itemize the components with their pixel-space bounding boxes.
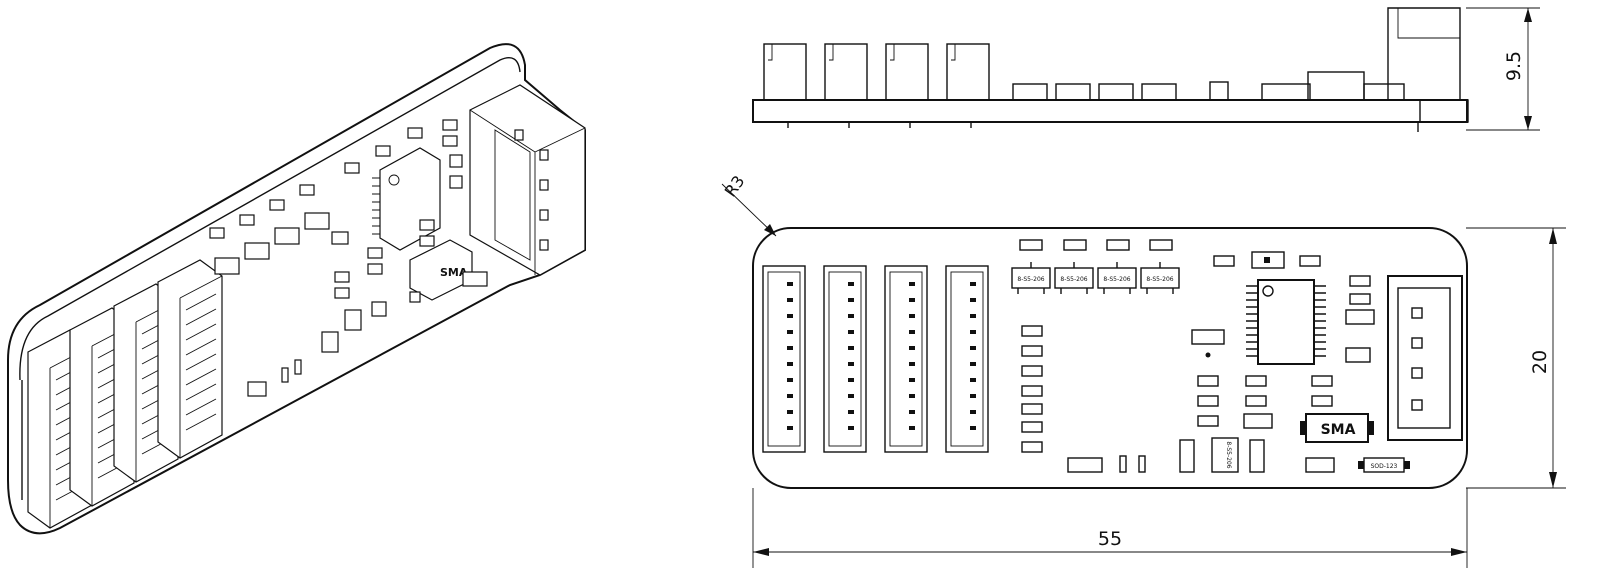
iso-connectors bbox=[27, 259, 223, 529]
top-sot23-row: 8-S5-206 8-S5-206 8-S5-206 8-S5-206 bbox=[1011, 262, 1180, 294]
dim-corner-radius: R3 bbox=[721, 172, 749, 200]
iso-sma-label: SMA bbox=[440, 266, 468, 279]
iso-header bbox=[469, 84, 586, 276]
iso-ic bbox=[372, 147, 441, 251]
dim-top-width: 55 bbox=[1098, 528, 1122, 550]
top-resistor-row bbox=[1019, 239, 1173, 251]
top-header-connector bbox=[1387, 275, 1463, 441]
sot23-label-4: 8-S5-206 bbox=[1146, 276, 1173, 283]
sod123-label: SOD-123 bbox=[1371, 463, 1398, 470]
top-connectors bbox=[762, 265, 989, 453]
sot23-label-1: 8-S5-206 bbox=[1017, 276, 1044, 283]
sot23-label-2: 8-S5-206 bbox=[1060, 276, 1087, 283]
top-misc-parts: 8-S5-206 bbox=[1067, 251, 1375, 473]
top-sod123: SOD-123 bbox=[1358, 457, 1410, 473]
top-resistor-column bbox=[1021, 325, 1043, 453]
top-sma-label: SMA bbox=[1321, 422, 1356, 438]
sot23-label-3: 8-S5-206 bbox=[1103, 276, 1130, 283]
side-view: 9.5 bbox=[752, 7, 1540, 132]
sot23-label-5: 8-S5-206 bbox=[1225, 441, 1232, 468]
dim-side-height: 9.5 bbox=[1503, 51, 1525, 81]
iso-small-parts bbox=[209, 119, 488, 397]
top-view: R3 bbox=[721, 172, 1566, 568]
dim-top-height: 20 bbox=[1529, 350, 1551, 374]
isometric-view: SMA bbox=[7, 43, 586, 535]
top-sma-diode: SMA bbox=[1300, 413, 1374, 443]
top-ic bbox=[1246, 279, 1326, 365]
iso-sma-diode: SMA bbox=[409, 239, 473, 301]
